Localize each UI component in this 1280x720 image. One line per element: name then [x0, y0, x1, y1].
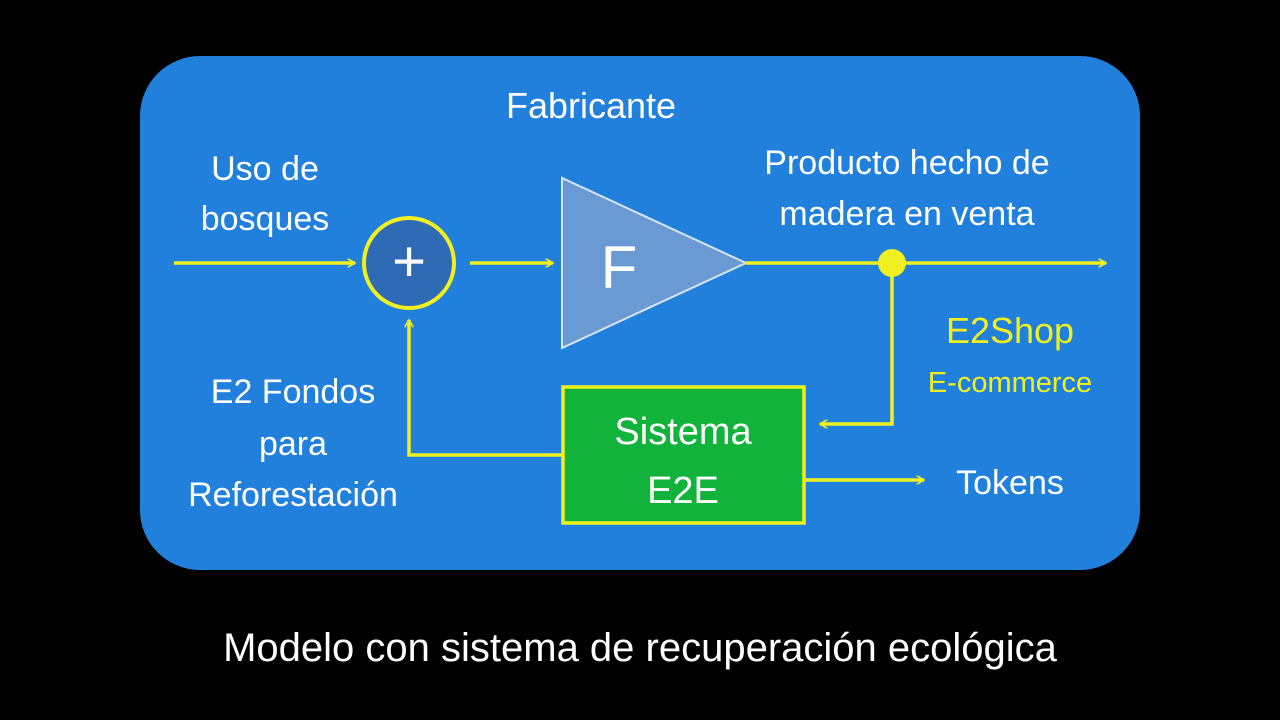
summing-plus-icon: + [392, 229, 426, 294]
summing-junction [362, 216, 456, 310]
shop-sublabel: E-commerce [928, 367, 1092, 399]
slide-caption: Modelo con sistema de recuperación ecoló… [223, 626, 1057, 670]
input-label-line-2: bosques [201, 200, 330, 238]
amplifier-label: F [601, 234, 638, 301]
feedback-label-line-2: para [259, 425, 327, 463]
feedback-to-system-arrow [820, 263, 894, 424]
amplifier-triangle [561, 176, 749, 350]
system-label-line-2: E2E [647, 470, 719, 512]
header-label: Fabricante [506, 85, 676, 126]
shop-label: E2Shop [946, 310, 1074, 351]
system-box [561, 385, 806, 525]
output-label-line-1: Producto hecho de [764, 144, 1049, 182]
input-label-line-1: Uso de [211, 150, 319, 188]
feedback-label-line-3: Reforestación [188, 476, 398, 514]
feedback-label-line-1: E2 Fondos [211, 373, 375, 411]
tokens-label: Tokens [956, 464, 1064, 502]
output-label-line-2: madera en venta [779, 195, 1034, 233]
system-label-line-1: Sistema [614, 411, 752, 453]
return-to-summing-arrow [409, 320, 563, 457]
